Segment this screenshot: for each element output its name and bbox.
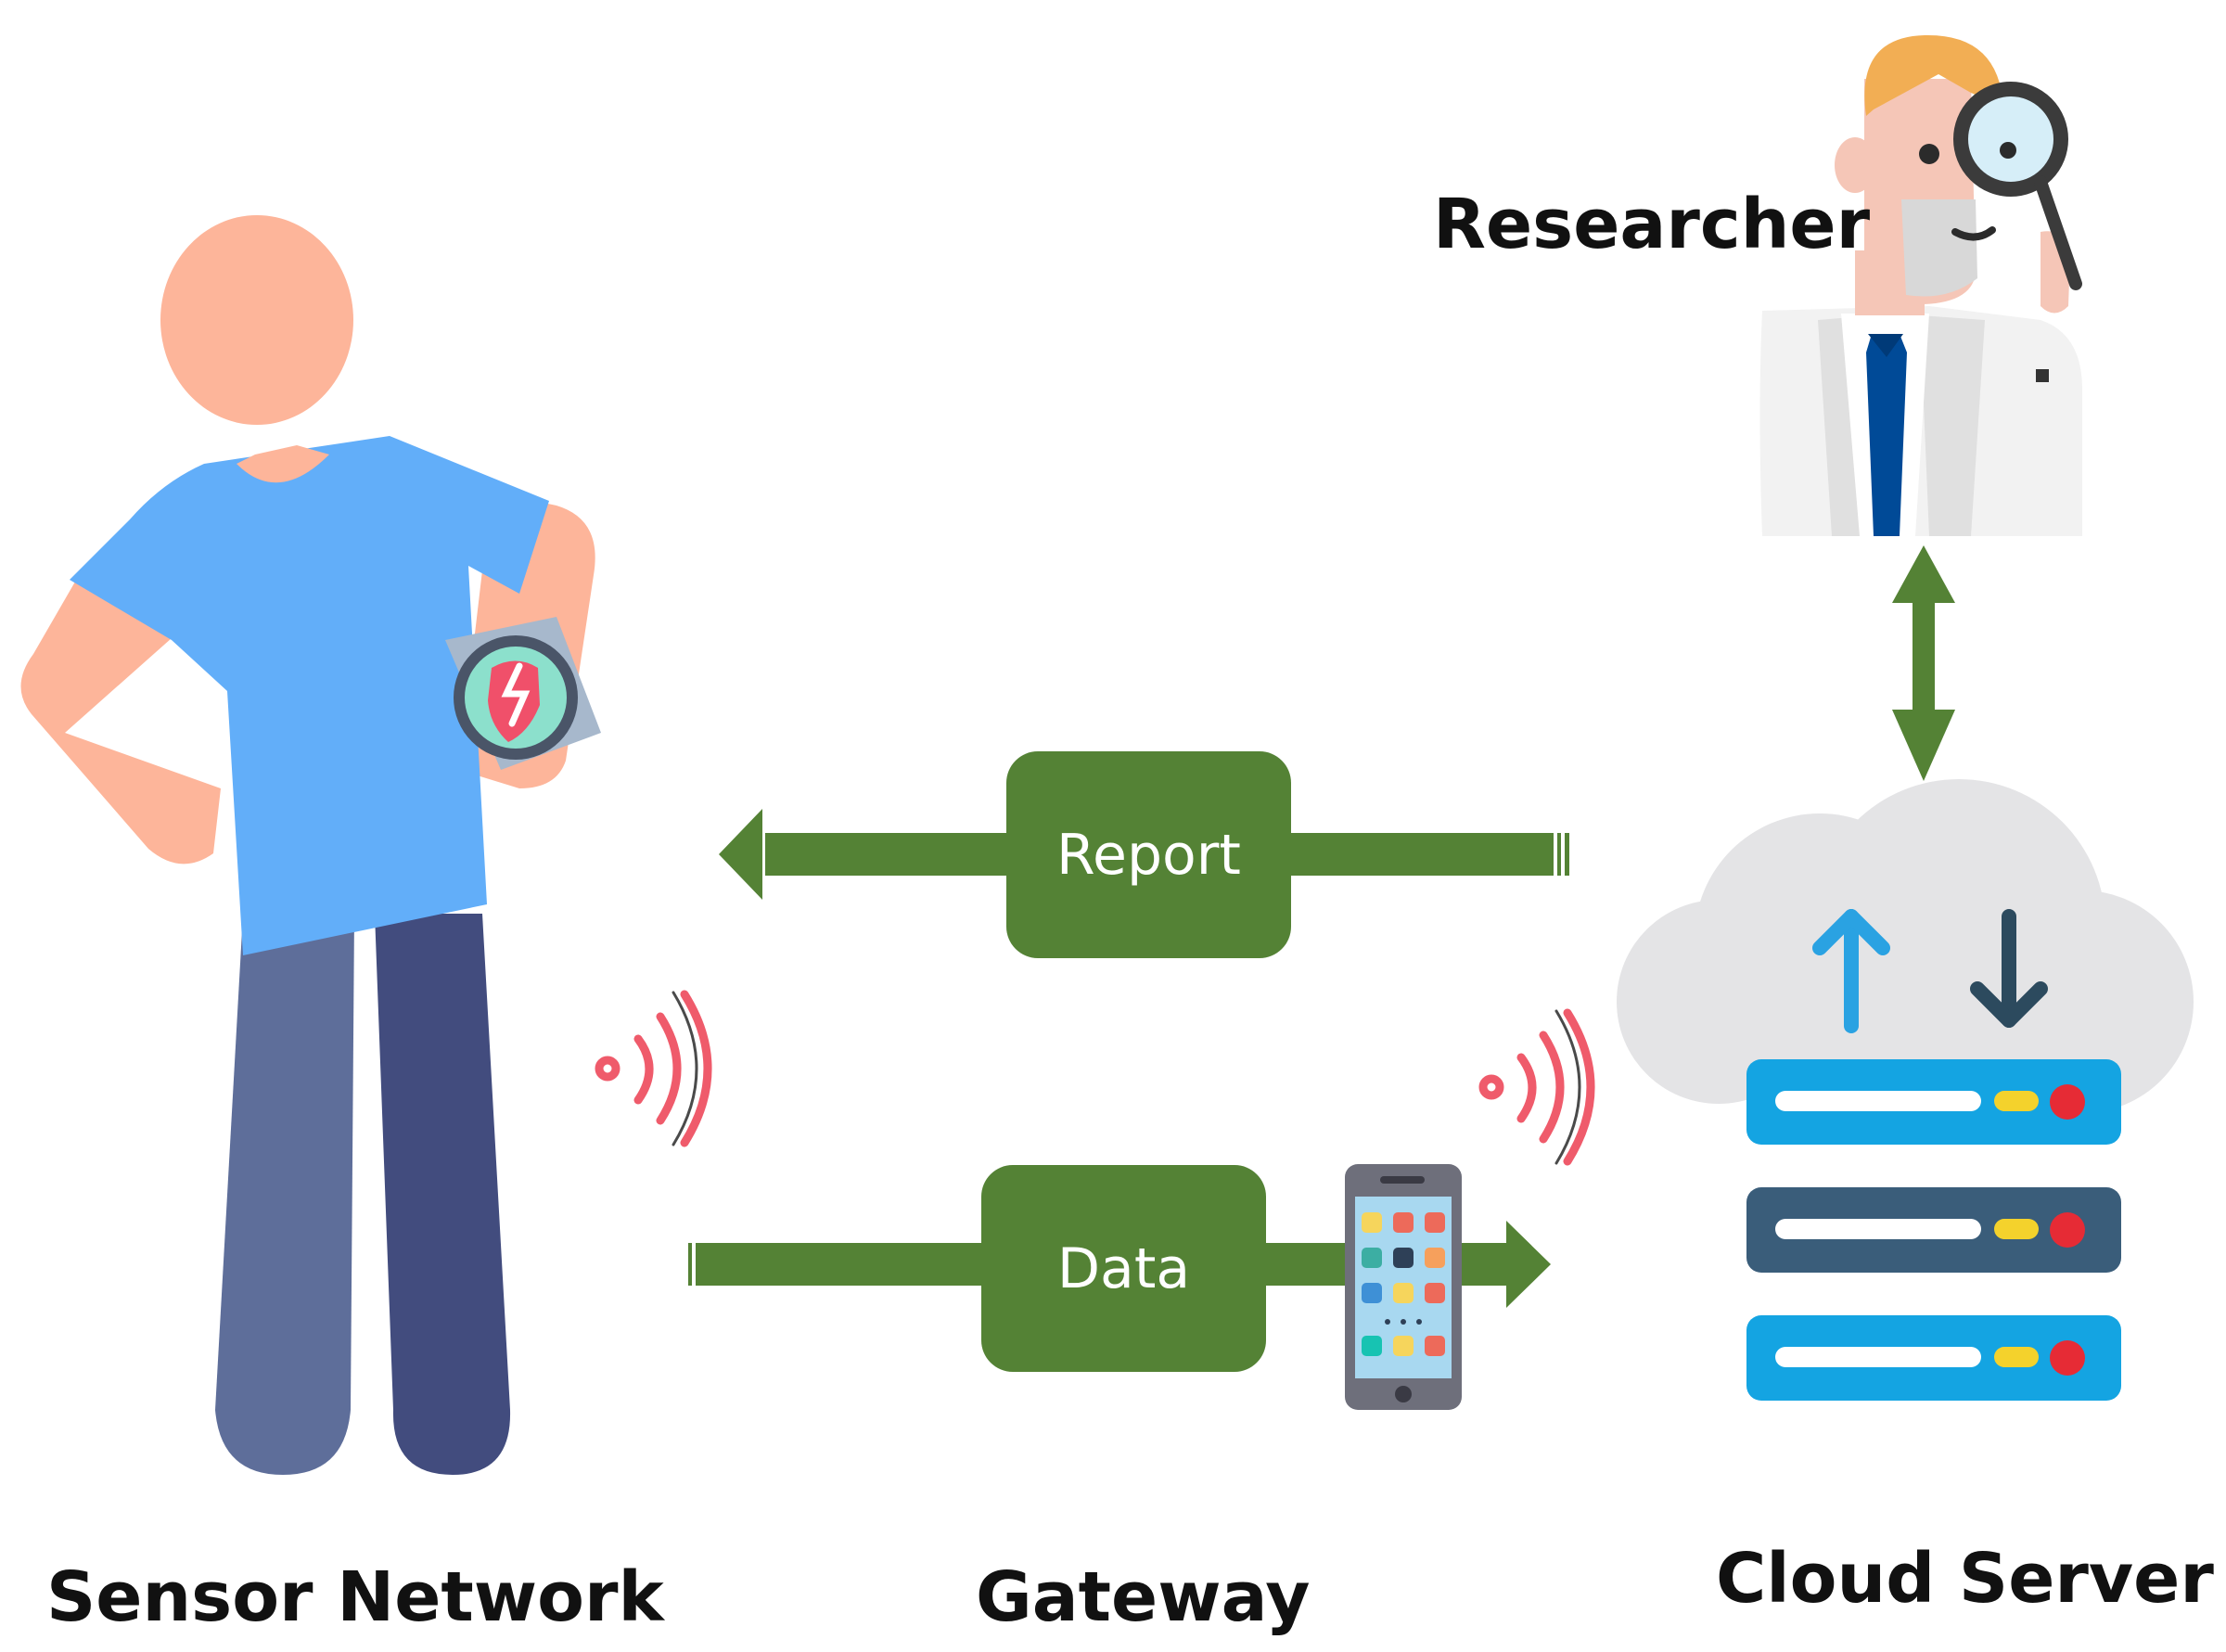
cloud-icon [1617, 779, 2194, 1113]
smartwatch-icon [445, 617, 601, 770]
smartphone-icon [1345, 1164, 1462, 1410]
magnifier-icon [1953, 82, 2082, 290]
wifi-signal-icon [595, 990, 712, 1147]
wifi-signal-icon [1478, 1008, 1595, 1166]
report-box: Report [1006, 751, 1291, 958]
server-rack-icon [1746, 1059, 2121, 1401]
data-box: Data [981, 1165, 1266, 1372]
bidirectional-arrow [1892, 545, 1955, 781]
person-icon [20, 215, 595, 1475]
researcher-label: Researcher [1433, 185, 1871, 264]
cloud-server-label: Cloud Server [1716, 1539, 2214, 1619]
researcher-icon [1759, 34, 2082, 536]
sensor-network-label: Sensor Network [46, 1557, 664, 1637]
gateway-label: Gateway [976, 1557, 1311, 1637]
